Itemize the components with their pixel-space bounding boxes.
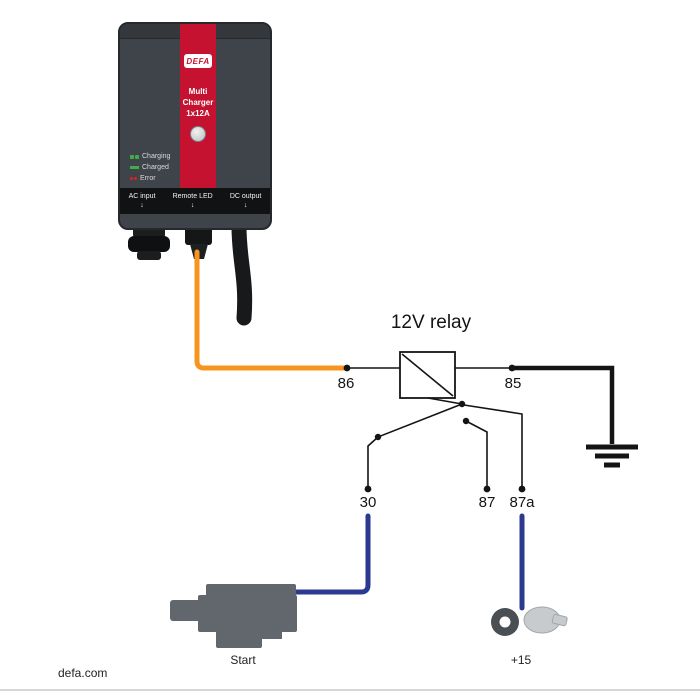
ac-input-connector-icon — [128, 226, 170, 260]
terminal-87-label: 87 — [478, 494, 496, 511]
remote-led-label: Remote LED — [172, 192, 213, 200]
port-remote-led: Remote LED ↓ — [173, 193, 213, 209]
down-arrow-icon: ↓ — [243, 201, 248, 209]
error-led-icon — [130, 177, 137, 180]
charging-led-icon — [130, 154, 139, 159]
ground-icon — [586, 444, 638, 468]
relay-coil-diagonal — [401, 353, 454, 397]
port-dc-output: DC output ↓ — [230, 193, 262, 209]
starter-wire-blue — [287, 513, 371, 595]
led-row-charged: Charged — [130, 163, 170, 172]
port-ac-input: AC input ↓ — [129, 193, 156, 209]
relay-title: 12V relay — [390, 312, 472, 333]
terminal-87a-label: 87a — [509, 494, 535, 511]
charger-red-stripe: DEFA Multi Charger 1x12A — [180, 24, 216, 188]
relay-common-link — [427, 397, 463, 405]
ignition-label: +15 — [510, 653, 532, 667]
starter-label: Start — [230, 653, 256, 667]
defa-com-brand: defa.com — [58, 666, 108, 680]
switch-arm — [377, 403, 463, 438]
down-arrow-icon: ↓ — [190, 201, 195, 209]
led-row-charging: Charging — [130, 152, 170, 161]
footer-divider — [0, 689, 700, 691]
charged-led-label: Charged — [142, 164, 169, 171]
ground-wire — [512, 365, 615, 444]
terminal-86-label: 86 — [337, 375, 355, 392]
error-led-label: Error — [140, 175, 156, 182]
lead-30 — [367, 436, 379, 489]
battery-charger-unit: DEFA Multi Charger 1x12A Charging Charge… — [118, 22, 272, 230]
dc-output-cable-icon — [231, 218, 253, 326]
defa-logo: DEFA — [184, 54, 212, 68]
port-label-strip: AC input ↓ Remote LED ↓ DC output ↓ — [120, 188, 270, 214]
led-panel: Charging Charged Error — [130, 152, 170, 185]
charger-model-label: Multi Charger 1x12A — [182, 87, 214, 119]
remote-wire-orange — [194, 249, 350, 371]
led-row-error: Error — [130, 174, 170, 183]
starter-motor-icon — [170, 584, 297, 648]
terminal-85-label: 85 — [504, 375, 522, 392]
lead-87 — [465, 420, 488, 489]
ignition-key-icon — [491, 606, 568, 636]
down-arrow-icon: ↓ — [140, 201, 144, 209]
charger-indicator-button — [190, 126, 206, 142]
ac-input-label: AC input — [128, 192, 156, 200]
terminal-30-label: 30 — [359, 494, 377, 511]
lead-87a — [463, 404, 523, 489]
charging-led-label: Charging — [142, 153, 171, 160]
defa-logo-text: DEFA — [186, 56, 210, 66]
charged-led-icon — [130, 166, 139, 169]
dc-output-label: DC output — [229, 192, 262, 200]
